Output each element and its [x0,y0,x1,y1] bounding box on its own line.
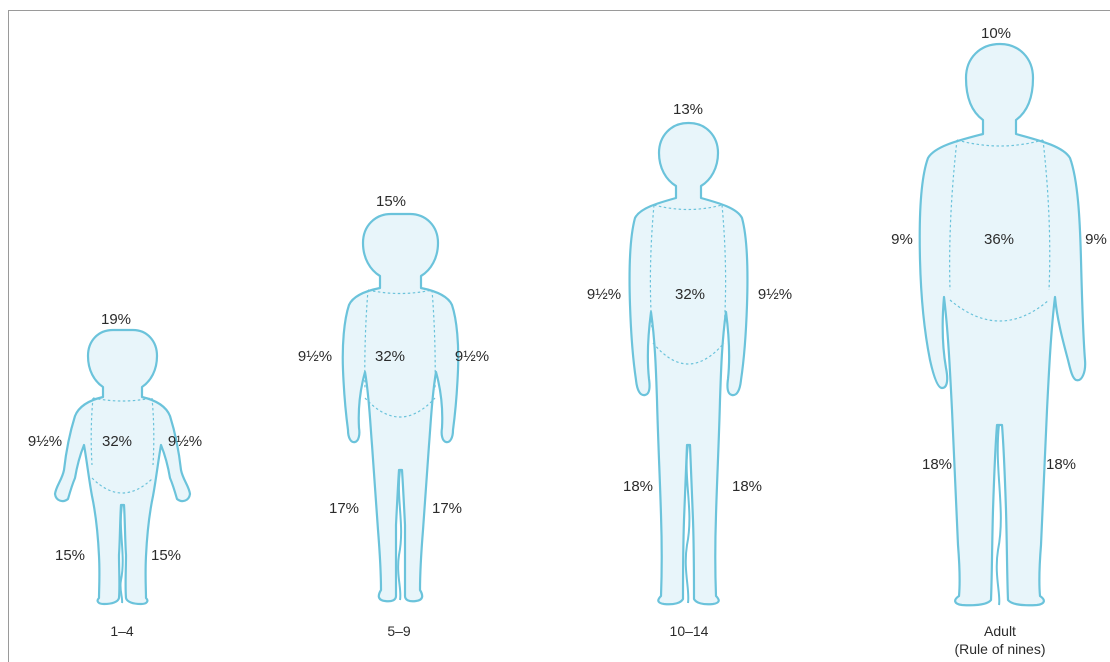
figure-1-4-head-pct: 19% [101,311,131,328]
figure-1-4-right-shoulder-seam [151,397,155,466]
figure-5-9-age-label: 5–9 [387,623,411,639]
figure-10-14-neck-seam [653,204,723,211]
figure-10-14: 13% 9½% 32% 9½% 18% 18% 10–14 [587,101,792,639]
figure-adult-head-pct: 10% [981,25,1011,42]
figure-adult-inner-leg [995,424,1002,606]
figure-5-9-trunk-pct: 32% [375,348,405,365]
figure-5-9-arm-right-pct: 9½% [455,348,489,365]
figure-10-14-leg-left-pct: 18% [623,478,653,495]
figure-adult-silhouette [918,42,1087,607]
figure-5-9-leg-right-pct: 17% [432,500,462,517]
figure-10-14-inner-leg [684,444,691,604]
figure-1-4-leg-left-pct: 15% [55,547,85,564]
figure-10-14-trunk-pct: 32% [675,286,705,303]
figure-1-4-leg-right-pct: 15% [151,547,181,564]
figure-5-9-arm-left-pct: 9½% [298,348,332,365]
figure-10-14-left-shoulder-seam [649,204,655,331]
figure-5-9-right-shoulder-seam [431,289,436,391]
figure-5-9: 15% 9½% 32% 9½% 17% 17% 5–9 [298,193,489,639]
figure-10-14-right-shoulder-seam [721,204,727,331]
figure-5-9-leg-left-pct: 17% [329,500,359,517]
figure-5-9-head-pct: 15% [376,193,406,210]
figure-5-9-hip-seam [364,397,436,418]
figure-1-4-arm-right-pct: 9½% [168,433,202,450]
figure-10-14-arm-right-pct: 9½% [758,286,792,303]
figure-10-14-silhouette [628,121,749,606]
figure-10-14-hip-seam [652,342,725,365]
figure-1-4-trunk-pct: 32% [102,433,132,450]
figure-adult-leg-left-pct: 18% [922,456,952,473]
figure-frame [8,10,1110,662]
figure-10-14-age-label: 10–14 [670,623,709,639]
figure-10-14-head-pct: 13% [673,101,703,118]
figure-5-9-neck-seam [367,289,433,295]
figure-adult-hip-seam [949,299,1050,322]
figure-1-4-inner-leg [119,504,124,604]
figure-adult: 10% 9% 36% 9% 18% 18% Adult (Rule of nin… [891,25,1107,657]
figure-10-14-arm-left-pct: 9½% [587,286,621,303]
figure-1-4-age-label: 1–4 [110,623,134,639]
figure-1-4-arm-left-pct: 9½% [28,433,62,450]
figure-adult-age-label: Adult [984,623,1016,639]
figure-1-4: 19% 9½% 32% 9½% 15% 15% 1–4 [28,311,202,639]
figure-10-14-leg-right-pct: 18% [732,478,762,495]
figure-adult-arm-left-pct: 9% [891,231,913,248]
figure-5-9-left-shoulder-seam [364,289,369,391]
figure-1-4-silhouette [53,328,192,606]
figure-5-9-inner-leg [397,469,403,601]
figure-adult-age-sublabel: (Rule of nines) [954,641,1045,657]
figure-1-4-hip-seam [91,477,154,494]
figure-adult-trunk-pct: 36% [984,231,1014,248]
figure-1-4-left-shoulder-seam [90,397,94,466]
figure-adult-leg-right-pct: 18% [1046,456,1076,473]
figure-5-9-silhouette [341,212,460,603]
figure-adult-arm-right-pct: 9% [1085,231,1107,248]
